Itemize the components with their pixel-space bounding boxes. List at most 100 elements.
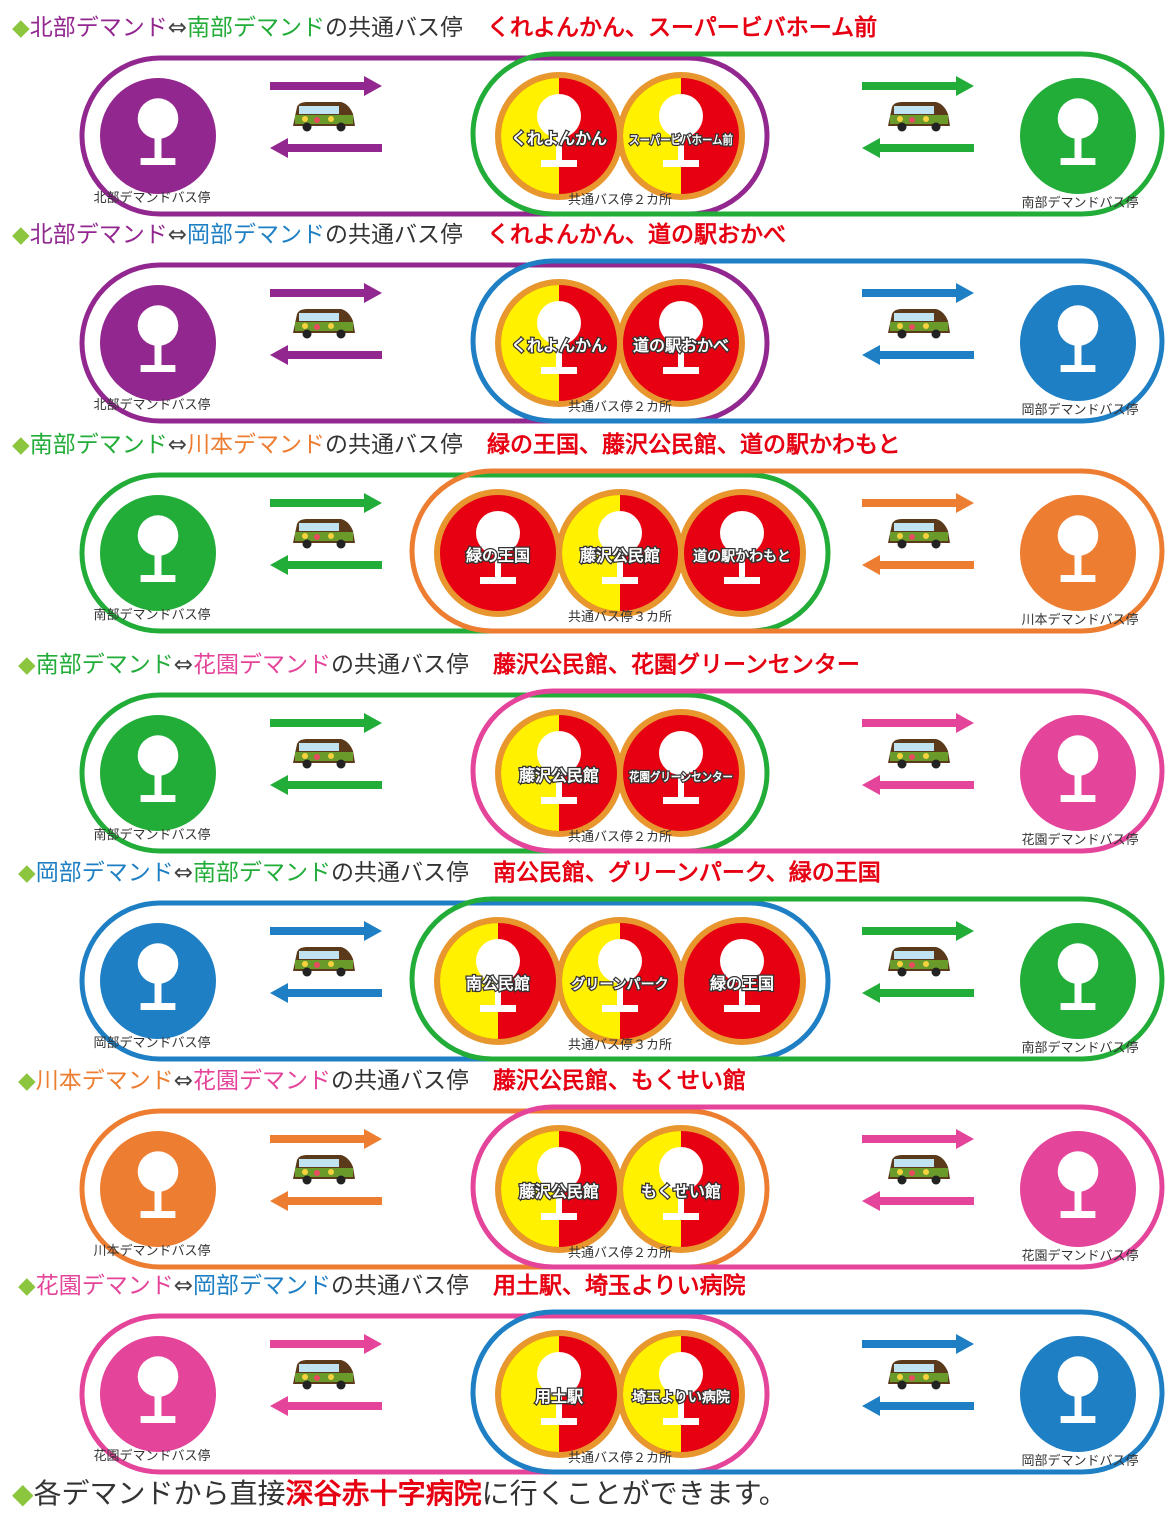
route-diagram: 藤沢公民館花園グリーンセンター南部デマンドバス停共通バス停２カ所花園デマンドバス…	[79, 688, 1165, 854]
shared-stop-label: 藤沢公民館	[519, 1182, 599, 1201]
bus-stop-sign-icon	[537, 94, 581, 138]
arrow-left-icon	[270, 983, 382, 1003]
heading-suffix: の共通バス停	[330, 1068, 469, 1094]
arrow-right-icon	[270, 1334, 382, 1354]
shared-stop-label: くれよんかん	[511, 336, 607, 355]
bus-stop-sign-icon	[537, 1147, 581, 1191]
route-heading: ◆花園デマンド⇔岡部デマンドの共通バス停用土駅、埼玉よりい病院	[18, 1266, 746, 1300]
arrow-right-icon	[862, 1129, 974, 1149]
shared-stop-label: 藤沢公民館	[580, 546, 660, 565]
shared-stop-label: もくせい館	[641, 1182, 721, 1201]
bidirectional-arrow-icon: ⇔	[167, 15, 187, 41]
right-stop-caption: 花園デマンドバス停	[1021, 1248, 1138, 1264]
route-heading: ◆北部デマンド⇔岡部デマンドの共通バス停くれよんかん、道の駅おかべ	[12, 215, 786, 249]
arrow-left-icon	[862, 983, 974, 1003]
left-service-area	[79, 900, 831, 1062]
route-heading: ◆岡部デマンド⇔南部デマンドの共通バス停南公民館、グリーンパーク、緑の王国	[18, 853, 881, 887]
arrow-right-icon	[862, 921, 974, 941]
minibus-icon	[888, 947, 950, 977]
right-bus-stop-icon	[1020, 1336, 1136, 1452]
left-bus-stop-icon	[100, 715, 216, 831]
minibus-icon	[293, 739, 355, 769]
shared-stops-list: 緑の王国、藤沢公民館、道の駅かわもと	[486, 432, 901, 458]
shared-stop: 道の駅おかべ	[617, 279, 745, 407]
left-service-area	[79, 262, 770, 424]
minibus-icon	[888, 519, 950, 549]
arrow-left-icon	[270, 1191, 382, 1211]
bidirectional-arrow-icon: ⇔	[167, 432, 187, 458]
shared-stop-label: 緑の王国	[466, 546, 530, 565]
arrow-right-icon	[270, 1129, 382, 1149]
minibus-icon	[293, 1360, 355, 1390]
right-demand-name: 南部デマンド	[186, 15, 325, 41]
route-heading: ◆南部デマンド⇔川本デマンドの共通バス停緑の王国、藤沢公民館、道の駅かわもと	[12, 425, 901, 459]
shared-stops-list: くれよんかん、スーパービバホーム前	[486, 15, 878, 41]
arrow-left-icon	[862, 1396, 974, 1416]
diamond-icon: ◆	[18, 860, 36, 886]
bidirectional-arrow-icon: ⇔	[173, 1273, 193, 1299]
left-bus-stop-icon	[100, 1336, 216, 1452]
arrow-right-icon	[270, 713, 382, 733]
heading-suffix: の共通バス停	[330, 1273, 469, 1299]
shared-stop: 花園グリーンセンター	[617, 709, 745, 837]
shared-stop: もくせい館	[617, 1125, 745, 1253]
arrow-right-icon	[862, 283, 974, 303]
right-service-area	[470, 688, 1165, 854]
minibus-icon	[293, 947, 355, 977]
diamond-icon: ◆	[18, 652, 36, 678]
shared-stop-label: 緑の王国	[710, 974, 774, 993]
right-demand-name: 岡部デマンド	[186, 222, 325, 248]
route-heading: ◆南部デマンド⇔花園デマンドの共通バス停藤沢公民館、花園グリーンセンター	[18, 645, 860, 679]
diamond-icon: ◆	[18, 1068, 36, 1094]
arrow-right-icon	[270, 493, 382, 513]
bus-stop-sign-icon	[598, 511, 642, 555]
right-service-area	[409, 468, 1165, 634]
shared-stop: 緑の王国	[678, 917, 806, 1045]
diamond-icon: ◆	[12, 15, 30, 41]
left-demand-name: 北部デマンド	[29, 222, 168, 248]
left-bus-stop-icon	[100, 1131, 216, 1247]
minibus-icon	[888, 309, 950, 339]
right-stop-caption: 南部デマンドバス停	[1021, 1040, 1138, 1056]
right-service-area	[470, 51, 1165, 217]
minibus-icon	[293, 102, 355, 132]
left-stop-caption: 南部デマンドバス停	[93, 607, 210, 623]
bus-stop-sign-icon	[537, 301, 581, 345]
right-stop-caption: 岡部デマンドバス停	[1021, 1453, 1138, 1469]
arrow-left-icon	[270, 775, 382, 795]
heading-suffix: の共通バス停	[324, 222, 463, 248]
shared-stop-label: 道の駅かわもと	[693, 548, 791, 565]
shared-stops-list: くれよんかん、道の駅おかべ	[486, 222, 786, 248]
right-bus-stop-icon	[1020, 78, 1136, 194]
shared-stop-label: スーパービバホーム前	[629, 132, 733, 147]
arrow-left-icon	[270, 555, 382, 575]
shared-stop-label: 道の駅おかべ	[633, 336, 729, 355]
shared-stop-label: 用土駅	[535, 1387, 584, 1406]
shared-stop-caption: 共通バス停２カ所	[568, 1245, 672, 1261]
route-diagram: 用土駅埼玉よりい病院花園デマンドバス停共通バス停２カ所岡部デマンドバス停	[79, 1309, 1165, 1475]
bidirectional-arrow-icon: ⇔	[173, 1068, 193, 1094]
bus-stop-sign-icon	[720, 939, 764, 983]
arrow-right-icon	[862, 713, 974, 733]
left-stop-caption: 南部デマンドバス停	[93, 827, 210, 843]
bus-stop-sign-icon	[537, 731, 581, 775]
right-service-area	[470, 1104, 1165, 1270]
right-stop-caption: 花園デマンドバス停	[1021, 832, 1138, 848]
right-bus-stop-icon	[1020, 1131, 1136, 1247]
left-demand-name: 南部デマンド	[35, 652, 174, 678]
shared-stop: 南公民館	[434, 917, 562, 1045]
left-demand-name: 川本デマンド	[35, 1068, 174, 1094]
minibus-icon	[888, 739, 950, 769]
shared-stop-label: くれよんかん	[511, 129, 607, 148]
right-stop-caption: 岡部デマンドバス停	[1021, 402, 1138, 418]
route-diagram: くれよんかん道の駅おかべ北部デマンドバス停共通バス停２カ所岡部デマンドバス停	[79, 258, 1165, 424]
route-diagram: 緑の王国藤沢公民館道の駅かわもと南部デマンドバス停共通バス停３カ所川本デマンドバ…	[79, 468, 1165, 634]
left-service-area	[79, 692, 770, 854]
arrow-left-icon	[862, 345, 974, 365]
left-demand-name: 花園デマンド	[35, 1273, 174, 1299]
left-stop-caption: 川本デマンドバス停	[93, 1243, 210, 1259]
bus-stop-sign-icon	[476, 511, 520, 555]
shared-stop-caption: 共通バス停３カ所	[568, 1037, 672, 1053]
footer-suffix: に行くことができます。	[481, 1477, 787, 1510]
left-stop-caption: 北部デマンドバス停	[93, 190, 210, 206]
